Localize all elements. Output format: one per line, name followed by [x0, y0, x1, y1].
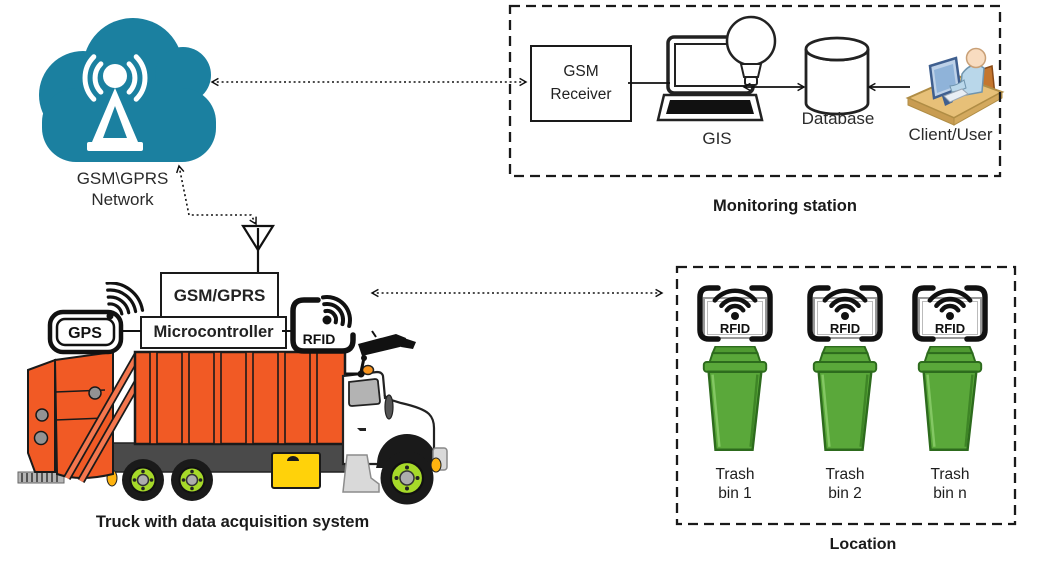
bin-rfid-tag-icon: RFID	[807, 285, 883, 342]
bin-label: Trash bin n	[930, 466, 970, 502]
microcontroller-box: Microcontroller	[140, 316, 287, 349]
truck-rfid-reader-icon: RFID	[290, 295, 356, 354]
bin-label: Trash bin 2	[825, 466, 865, 502]
trash-bin-group-1: RFID Trash bin 1	[687, 276, 783, 503]
bin-rfid-label: RFID	[935, 321, 965, 336]
bin-label: Trash bin 1	[715, 466, 755, 502]
truck-toolbox	[271, 452, 321, 489]
trash-bin-icon	[917, 346, 983, 451]
truck-rfid-label: RFID	[303, 331, 336, 347]
truck-caption: Truck with data acquisition system	[95, 513, 370, 531]
gsm-gprs-cloud-icon	[39, 18, 216, 162]
bin-rfid-label: RFID	[720, 321, 750, 336]
truck-wheel-rear-1	[122, 459, 164, 501]
truck-rear-loader	[27, 350, 156, 483]
gsm-receiver-box: GSM Receiver	[530, 45, 632, 122]
trash-bin-icon	[812, 346, 878, 451]
gis-computer-icon	[656, 15, 777, 122]
trash-bin-group-2: RFID Trash bin 2	[797, 276, 893, 503]
bin-rfid-label: RFID	[830, 321, 860, 336]
truck-wheel-rear-2	[171, 459, 213, 501]
location-title: Location	[829, 536, 897, 553]
bin-rfid-tag-icon: RFID	[697, 285, 773, 342]
gps-module-icon: GPS	[47, 282, 145, 355]
truck-wheel-front	[380, 451, 434, 505]
database-label: Database	[801, 109, 875, 128]
client-user-label: Client/User	[908, 125, 993, 144]
trash-bin-icon	[702, 346, 768, 451]
truck-antenna-icon	[241, 224, 275, 272]
gsm-gprs-module-box: GSM/GPRS	[160, 272, 279, 320]
garbage-truck-illustration	[17, 350, 448, 505]
trash-bin-group-n: RFID Trash bin n	[902, 276, 998, 503]
gps-label: GPS	[68, 325, 102, 342]
gps-signal-waves-icon	[105, 282, 145, 316]
cloud-label: GSM\GPRS Network	[76, 169, 169, 210]
database-icon	[804, 36, 870, 116]
monitoring-station-title: Monitoring station	[713, 197, 857, 215]
gis-label: GIS	[702, 129, 732, 148]
antenna-tower-icon	[82, 54, 148, 151]
camera-icon	[346, 330, 416, 378]
bin-rfid-tag-icon: RFID	[912, 285, 988, 342]
truck-body	[133, 350, 347, 446]
client-user-icon	[905, 47, 1005, 126]
rfid-signal-waves-icon	[321, 295, 352, 328]
